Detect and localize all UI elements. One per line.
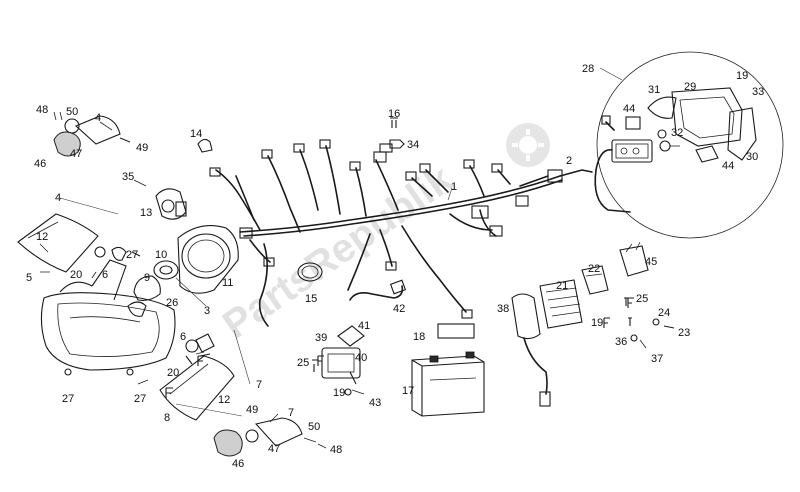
screw-16 — [389, 117, 405, 149]
callout-8: 8 — [164, 412, 170, 424]
callout-46: 46 — [34, 158, 46, 170]
callout-25: 25 — [636, 293, 648, 305]
callout-14: 14 — [190, 128, 202, 140]
callout-5: 5 — [26, 272, 32, 284]
callout-19: 19 — [591, 317, 603, 329]
battery — [411, 323, 485, 417]
callout-25: 25 — [297, 357, 309, 369]
bulb-14 — [197, 138, 213, 153]
callout-43: 43 — [369, 397, 381, 409]
front-turn-signal-right — [213, 413, 327, 457]
front-turn-signal-left — [53, 111, 131, 157]
callout-28: 28 — [582, 63, 594, 75]
callout-23: 23 — [678, 327, 690, 339]
callout-48: 48 — [330, 444, 342, 456]
callout-27: 27 — [62, 393, 74, 405]
ignition-coil — [312, 279, 407, 396]
headlight-bulb — [133, 179, 187, 220]
callout-16: 16 — [388, 108, 400, 120]
relay-group — [511, 241, 649, 407]
callout-6: 6 — [180, 331, 186, 343]
callout-30: 30 — [746, 151, 758, 163]
callout-36: 36 — [615, 336, 627, 348]
callout-labels: 1 2 3 4 4 5 6 6 7 7 8 9 10 11 12 12 13 1… — [26, 63, 764, 470]
callout-3: 3 — [204, 305, 210, 317]
callout-50: 50 — [66, 106, 78, 118]
callout-35: 35 — [122, 171, 134, 183]
callout-9: 9 — [144, 272, 150, 284]
screws-left — [39, 243, 211, 365]
callout-17: 17 — [402, 385, 414, 397]
callout-4: 4 — [55, 192, 61, 204]
callout-7: 7 — [256, 379, 262, 391]
callout-32: 32 — [671, 127, 683, 139]
watermark-gear-icon — [506, 123, 550, 167]
callout-12: 12 — [36, 231, 48, 243]
callout-27: 27 — [134, 393, 146, 405]
callout-49: 49 — [136, 142, 148, 154]
callout-49: 49 — [246, 404, 258, 416]
callout-20: 20 — [167, 367, 179, 379]
callout-37: 37 — [651, 353, 663, 365]
callout-44: 44 — [623, 103, 635, 115]
callout-26: 26 — [166, 297, 178, 309]
callout-19: 19 — [333, 387, 345, 399]
callout-11: 11 — [222, 277, 233, 289]
callout-47: 47 — [268, 443, 280, 455]
callout-24: 24 — [658, 307, 670, 319]
callout-41: 41 — [358, 320, 370, 332]
callout-47: 47 — [70, 148, 82, 160]
callout-12: 12 — [218, 394, 230, 406]
callout-10: 10 — [155, 249, 167, 261]
callout-50: 50 — [308, 421, 320, 433]
callout-6: 6 — [102, 269, 108, 281]
callout-29: 29 — [684, 81, 696, 93]
callout-42: 42 — [393, 303, 405, 315]
clamp-15 — [297, 262, 323, 282]
main-wiring-harness — [209, 139, 593, 327]
callout-4: 4 — [95, 112, 101, 124]
callout-2: 2 — [566, 155, 572, 167]
watermark-text: PartsRepublik — [215, 157, 461, 348]
callout-21: 21 — [556, 280, 568, 292]
callout-19: 19 — [736, 70, 748, 82]
callout-44: 44 — [722, 160, 734, 172]
callout-1: 1 — [451, 181, 457, 193]
callout-33: 33 — [752, 86, 764, 98]
instrument-cluster-detail — [594, 51, 784, 239]
callout-38: 38 — [497, 303, 509, 315]
callout-20: 20 — [70, 269, 82, 281]
callout-7: 7 — [288, 407, 294, 419]
callout-22: 22 — [588, 263, 600, 275]
fasteners-right — [624, 297, 675, 349]
callout-45: 45 — [645, 256, 657, 268]
callout-15: 15 — [305, 293, 317, 305]
callout-18: 18 — [413, 331, 425, 343]
callout-48: 48 — [36, 104, 48, 116]
callout-40: 40 — [355, 352, 367, 364]
callout-39: 39 — [315, 332, 327, 344]
headlight-group — [17, 197, 251, 421]
callout-27: 27 — [126, 249, 138, 261]
callout-46: 46 — [232, 458, 244, 470]
callout-34: 34 — [407, 139, 419, 151]
callout-13: 13 — [140, 207, 152, 219]
callout-31: 31 — [648, 84, 660, 96]
fuse-marks — [165, 297, 634, 398]
